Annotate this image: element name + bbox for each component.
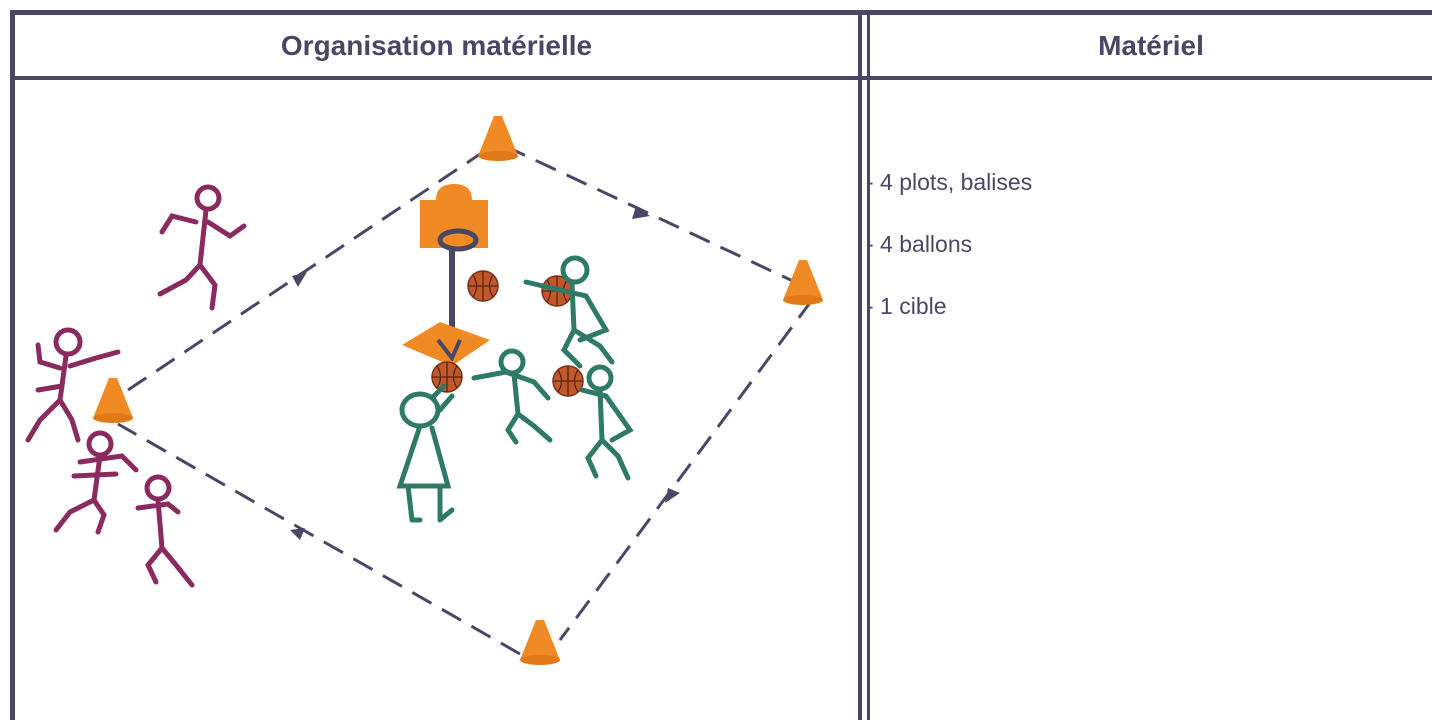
header-organisation: Organisation matérielle: [280, 30, 593, 61]
cone-icon: [783, 260, 823, 305]
column-divider-inner: [867, 10, 870, 720]
stick-figure-icon: [471, 348, 553, 445]
basketball-icon: [552, 365, 584, 397]
border-left: [10, 10, 15, 720]
arrow-icon: [632, 206, 650, 219]
materiel-list: - 4 plots, balises - 4 ballons - 1 cible: [866, 160, 1032, 346]
organisation-diagram: [25, 116, 823, 665]
basketball-icon: [431, 361, 463, 393]
stick-figure-icon: [25, 327, 121, 443]
column-divider: [858, 10, 862, 720]
cone-icon: [478, 116, 518, 161]
basketball-icon: [467, 270, 499, 302]
arrow-icon: [292, 272, 307, 287]
header-divider: [10, 76, 1432, 80]
cone-icon: [93, 378, 133, 423]
stick-figure-icon: [135, 474, 195, 588]
stick-figure-icon: [157, 184, 247, 311]
basketball-hoop-icon: [402, 184, 490, 366]
stick-figure-icon: [53, 430, 139, 535]
dashed-path: [117, 144, 814, 656]
stick-figure-icon: [523, 255, 615, 369]
list-item: - 4 plots, balises: [866, 169, 1033, 195]
list-item: - 4 ballons: [866, 231, 973, 257]
cone-icon: [520, 620, 560, 665]
border-top: [10, 10, 1432, 15]
stick-figure-icon: [579, 364, 634, 481]
list-item: - 1 cible: [866, 293, 947, 319]
header-materiel: Matériel: [1098, 30, 1204, 61]
stick-figure-icon: [396, 383, 455, 523]
arrow-icon: [665, 488, 680, 503]
arrow-icon: [290, 528, 305, 540]
